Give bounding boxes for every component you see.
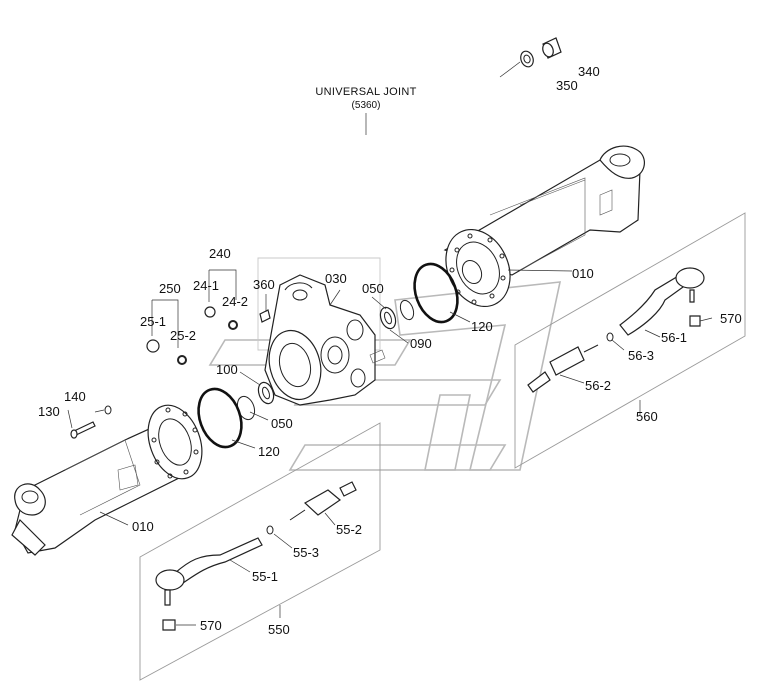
callout-56-2: 56-2 — [585, 378, 611, 393]
callout-55-1: 55-1 — [252, 569, 278, 584]
callout-340: 340 — [578, 64, 600, 79]
adjusting-tube-56-2 — [527, 344, 599, 393]
callout-030: 030 — [325, 271, 347, 286]
nut-570-right — [689, 315, 701, 327]
nut-55-3 — [266, 525, 274, 535]
callout-090: 090 — [410, 336, 432, 351]
group-box-pin — [257, 257, 381, 351]
callout-120-top: 120 — [471, 319, 493, 334]
callout-24-2: 24-2 — [222, 294, 248, 309]
group-box-550 — [139, 422, 381, 681]
callout-570-right: 570 — [720, 311, 742, 326]
callout-25-2: 25-2 — [170, 328, 196, 343]
seal-350 — [520, 50, 534, 68]
callout-360: 360 — [253, 277, 275, 292]
callout-56-1: 56-1 — [661, 330, 687, 345]
callout-010-top: 010 — [572, 266, 594, 281]
callout-100: 100 — [216, 362, 238, 377]
bolt-130 — [70, 421, 96, 439]
plug-25-1 — [146, 339, 160, 353]
caption-code: (5360) — [352, 100, 381, 111]
callout-050-bottom: 050 — [271, 416, 293, 431]
callout-130: 130 — [38, 404, 60, 419]
callout-050-top: 050 — [362, 281, 384, 296]
o-ring-120-bottom — [197, 387, 243, 449]
lower-axle-housing — [11, 404, 203, 556]
center-carrier-030 — [264, 274, 386, 406]
washer-140 — [104, 405, 112, 415]
plug-24-1 — [204, 306, 216, 318]
adjusting-tube-55-2 — [289, 481, 357, 521]
tie-rod-end-55-1 — [155, 537, 263, 606]
o-ring-24-2 — [228, 320, 238, 330]
callout-120-bottom: 120 — [258, 444, 280, 459]
tie-rod-end-56-1 — [619, 267, 705, 336]
leader-lines — [67, 61, 713, 626]
pin-360 — [259, 309, 271, 323]
upper-axle-housing — [443, 145, 646, 308]
callout-560: 560 — [636, 409, 658, 424]
caption-title: UNIVERSAL JOINT — [315, 86, 416, 98]
o-ring-25-2 — [177, 355, 187, 365]
callout-250: 250 — [159, 281, 181, 296]
bearing-100 — [257, 381, 275, 405]
callout-140: 140 — [64, 389, 86, 404]
nut-56-3 — [606, 332, 614, 342]
callout-25-1: 25-1 — [140, 314, 166, 329]
group-box-560 — [514, 212, 746, 469]
callout-56-3: 56-3 — [628, 348, 654, 363]
flange-bolt-holes-bottom — [151, 407, 199, 479]
callout-240: 240 — [209, 246, 231, 261]
callout-570-left: 570 — [200, 618, 222, 633]
callout-550: 550 — [268, 622, 290, 637]
callout-55-2: 55-2 — [336, 522, 362, 537]
bushing-340 — [542, 37, 562, 59]
nut-570-left — [162, 619, 176, 631]
callout-55-3: 55-3 — [293, 545, 319, 560]
callout-24-1: 24-1 — [193, 278, 219, 293]
callout-350: 350 — [556, 78, 578, 93]
o-ring-120-top — [413, 262, 459, 324]
callout-010-bottom: 010 — [132, 519, 154, 534]
